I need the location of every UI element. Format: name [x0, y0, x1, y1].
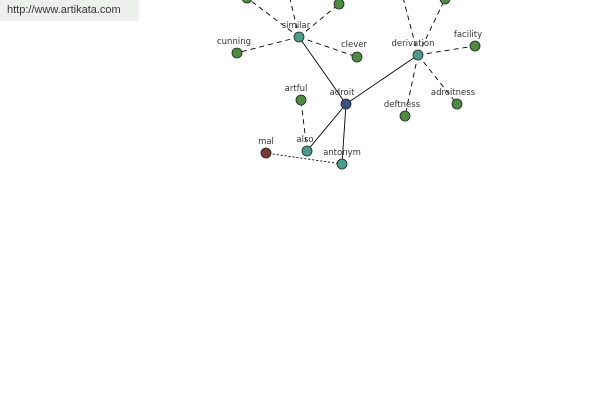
node-dot-sim-top-a[interactable] — [241, 0, 253, 4]
edge-similar-offscreen-1 — [289, 0, 300, 38]
node-dot-adroit[interactable] — [340, 98, 352, 110]
node-label-antonym[interactable]: antonym — [323, 148, 361, 158]
edge-similar-sim-top-a — [248, 0, 300, 38]
edge-derivation-der-top — [417, 0, 446, 56]
node-dot-sim-top-b[interactable] — [333, 0, 345, 10]
node-dot-der-top[interactable] — [439, 0, 451, 5]
node-mal[interactable]: mal — [258, 137, 274, 159]
node-sim-top-a[interactable] — [241, 0, 253, 4]
edge-adroit-also — [306, 103, 347, 152]
node-dot-cunning[interactable] — [231, 47, 243, 59]
node-deftness[interactable]: deftness — [384, 100, 421, 122]
node-dot-artful[interactable] — [295, 94, 307, 106]
node-also[interactable]: also — [296, 135, 314, 157]
url-bar: http://www.artikata.com — [0, 0, 139, 21]
node-dot-similar[interactable] — [293, 31, 305, 43]
edge-derivation-facility — [417, 45, 476, 56]
node-label-also[interactable]: also — [296, 135, 313, 145]
node-adroitness[interactable]: adroitness — [431, 88, 476, 110]
node-artful[interactable]: artful — [285, 84, 308, 106]
edge-antonym-mal — [265, 152, 343, 165]
node-similar[interactable]: similar — [282, 21, 311, 43]
node-label-adroit[interactable]: adroit — [330, 88, 355, 98]
edge-similar-clever — [298, 36, 358, 58]
node-dot-also[interactable] — [301, 145, 313, 157]
node-dot-derivation[interactable] — [412, 49, 424, 61]
node-layer: adroit similar derivation also antonym cunnin… — [217, 0, 482, 170]
edge-derivation-offscreen-2 — [403, 0, 419, 56]
edge-adroit-derivation — [345, 54, 419, 105]
node-label-adroitness[interactable]: adroitness — [431, 88, 476, 98]
node-cunning[interactable]: cunning — [217, 37, 251, 59]
node-label-mal[interactable]: mal — [258, 137, 274, 147]
node-dot-facility[interactable] — [469, 40, 481, 52]
node-label-deftness[interactable]: deftness — [384, 100, 421, 110]
node-dot-mal[interactable] — [260, 147, 272, 159]
edge-similar-cunning — [236, 36, 300, 54]
edge-derivation-adroitness — [417, 54, 458, 105]
node-label-similar[interactable]: similar — [282, 21, 311, 31]
edge-adroit-similar — [298, 36, 347, 105]
node-label-facility[interactable]: facility — [454, 30, 482, 40]
node-dot-adroitness[interactable] — [451, 98, 463, 110]
node-label-cunning[interactable]: cunning — [217, 37, 251, 47]
node-label-artful[interactable]: artful — [285, 84, 308, 94]
node-derivation[interactable]: derivation — [391, 39, 435, 61]
node-dot-antonym[interactable] — [336, 158, 348, 170]
node-facility[interactable]: facility — [454, 30, 482, 52]
node-sim-top-b[interactable] — [333, 0, 345, 10]
edge-layer — [236, 0, 476, 165]
node-label-clever[interactable]: clever — [341, 40, 368, 50]
edge-derivation-deftness — [404, 54, 419, 117]
node-adroit[interactable]: adroit — [330, 88, 355, 110]
node-der-top[interactable] — [439, 0, 451, 5]
node-clever[interactable]: clever — [341, 40, 368, 63]
edge-adroit-antonym — [341, 103, 347, 165]
node-label-derivation[interactable]: derivation — [391, 39, 434, 49]
node-dot-clever[interactable] — [351, 51, 363, 63]
node-dot-deftness[interactable] — [399, 110, 411, 122]
node-antonym[interactable]: antonym — [323, 148, 361, 170]
site-url[interactable]: http://www.artikata.com — [7, 4, 121, 16]
